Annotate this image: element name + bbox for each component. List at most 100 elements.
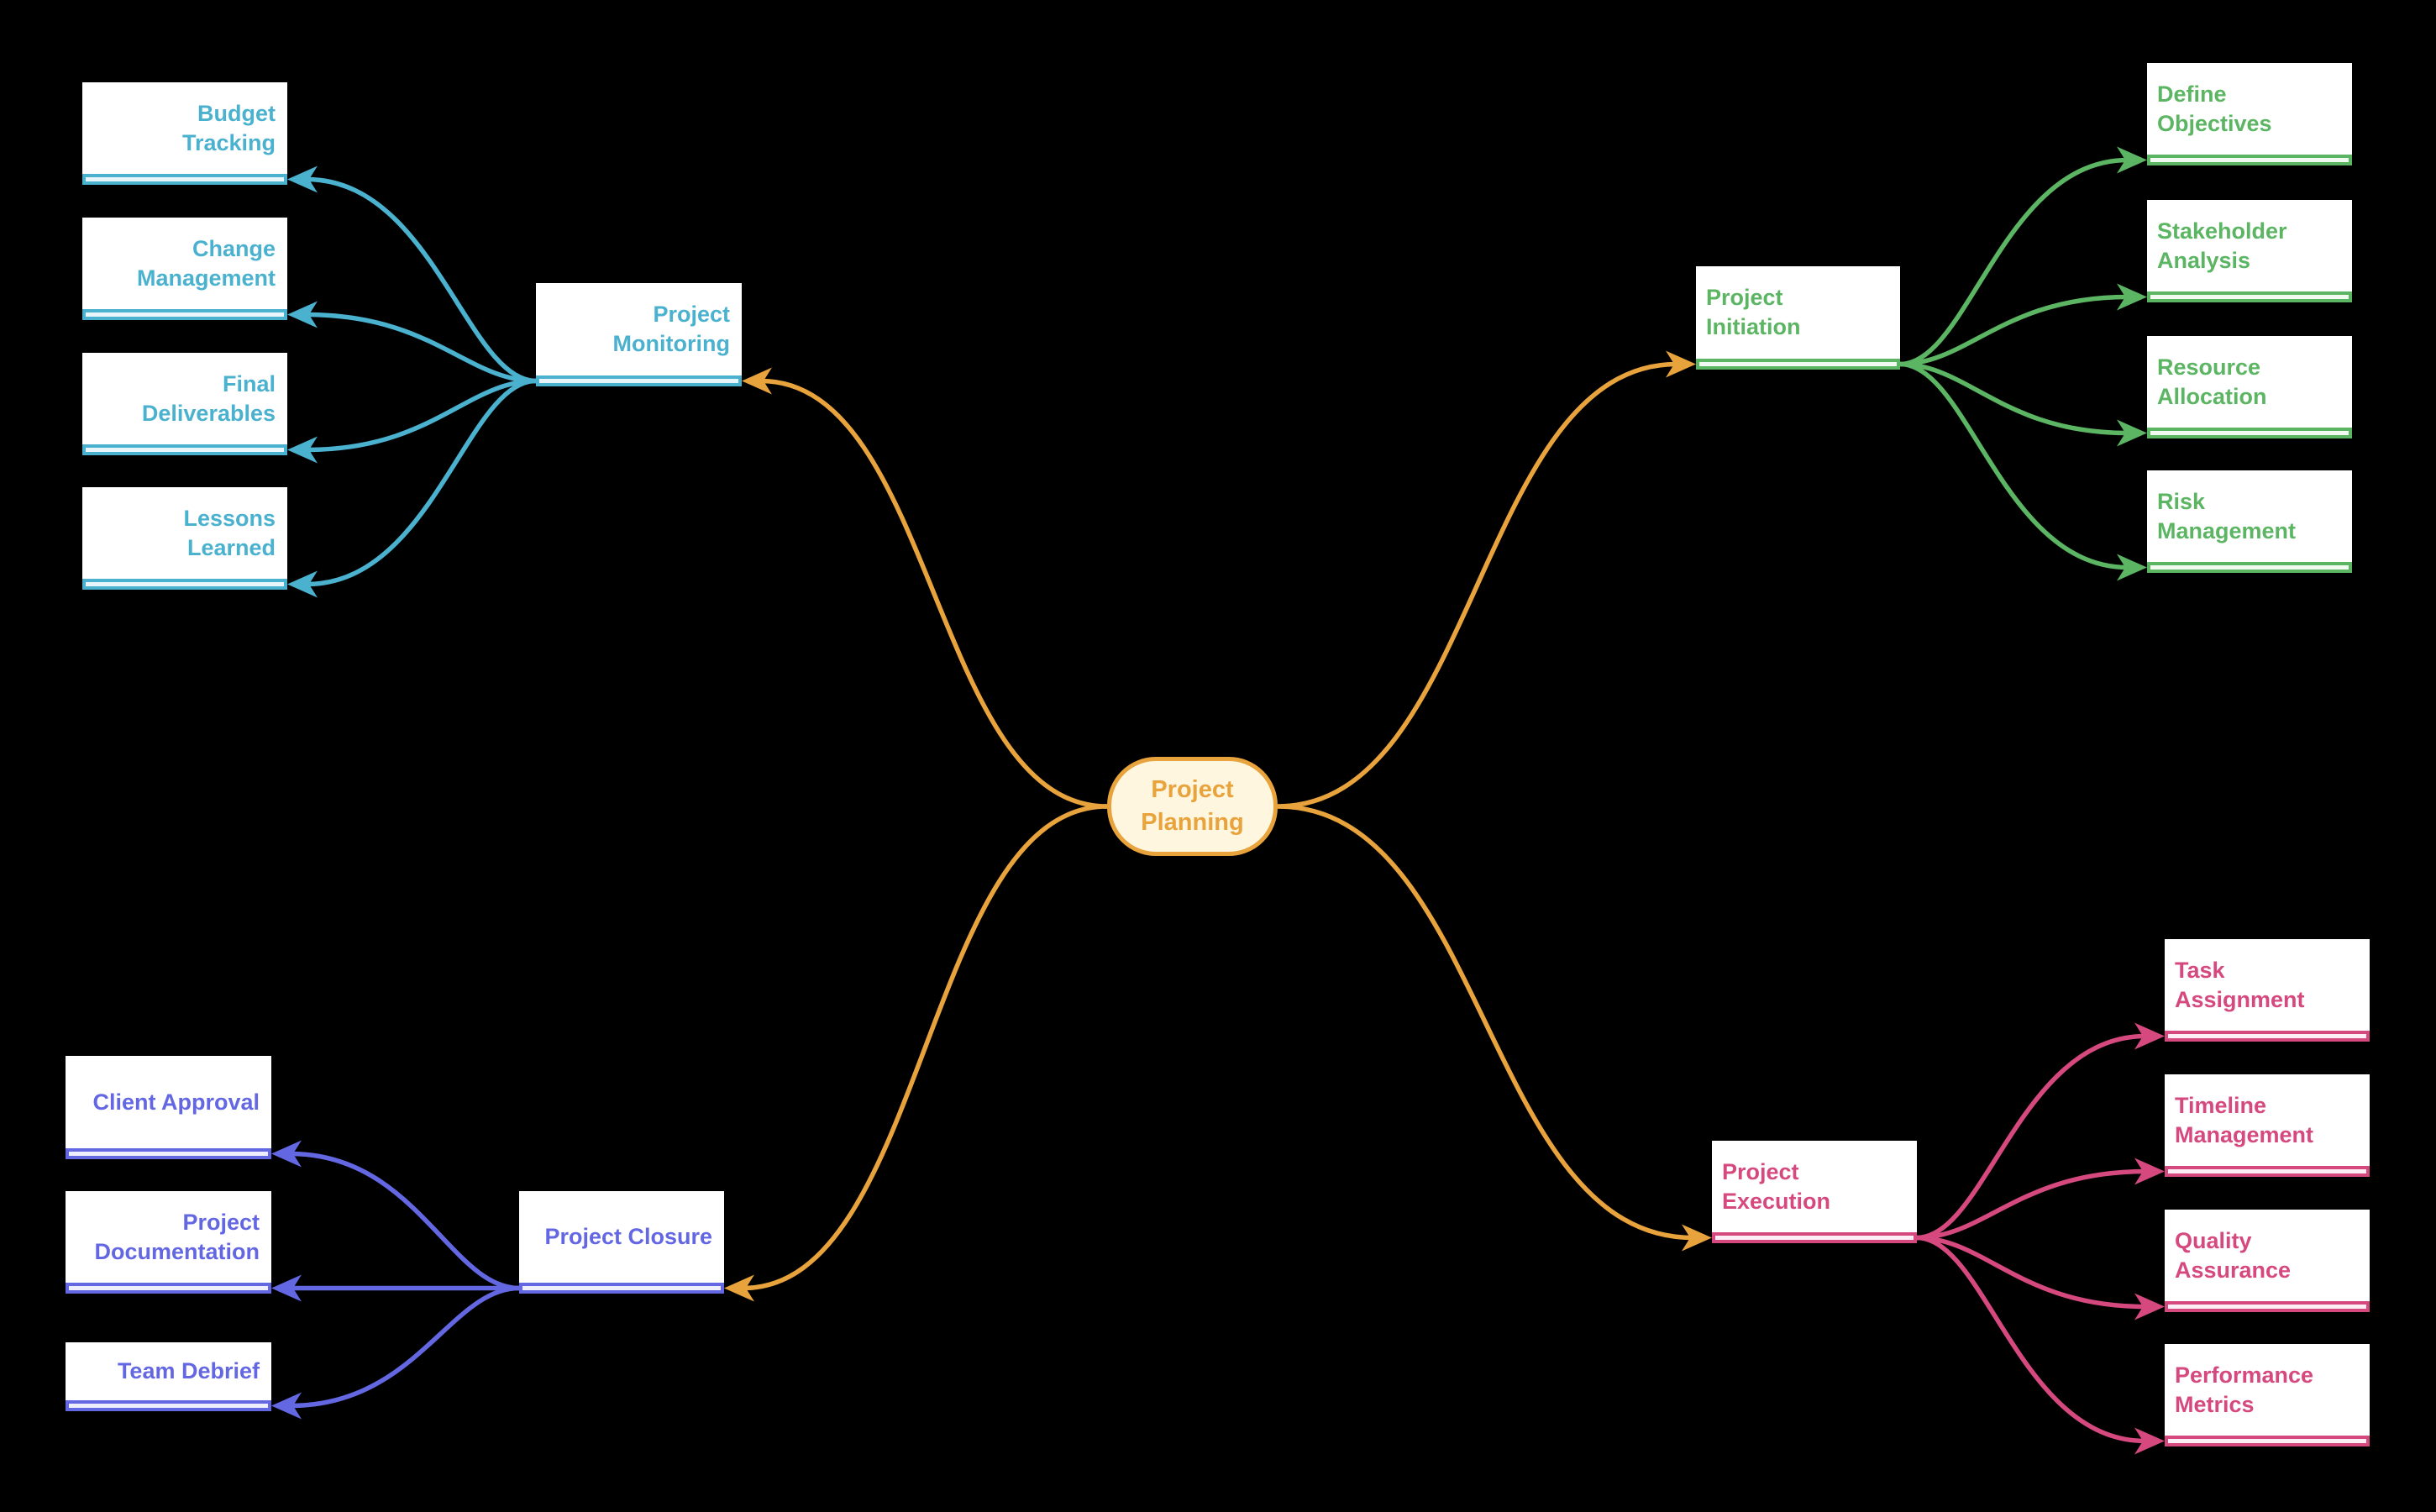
- node-underline: [2147, 428, 2352, 438]
- node-label-line: Initiation: [1706, 314, 1801, 339]
- arrowhead-icon: [724, 1274, 754, 1302]
- node-underline: [66, 1283, 271, 1294]
- arrowhead-icon: [742, 367, 772, 395]
- node-label-line: Learned: [186, 534, 276, 560]
- edge-project-planning-to-project-execution: [1277, 804, 1693, 1241]
- arrowhead-icon: [2117, 554, 2147, 581]
- node-label-line: Objectives: [2157, 110, 2272, 136]
- arrowhead-icon: [2134, 1293, 2165, 1320]
- node-label-line: Stakeholder: [2157, 218, 2287, 244]
- node-label: Client Approval: [66, 1056, 271, 1148]
- node-underline: [2147, 155, 2352, 165]
- arrowhead-icon: [2134, 1427, 2165, 1455]
- node-label-line: Quality: [2175, 1227, 2252, 1253]
- node-label-line: Define: [2157, 81, 2227, 107]
- node-team-debrief[interactable]: Team Debrief: [66, 1342, 271, 1411]
- node-label-line: Assignment: [2175, 986, 2305, 1012]
- node-underline: [2147, 562, 2352, 573]
- node-underline: [2147, 291, 2352, 302]
- node-underline: [2165, 1436, 2370, 1446]
- edge-project-initiation-to-define-objectives: [1899, 157, 2129, 367]
- node-underline: [1696, 359, 1900, 370]
- node-label-line: Allocation: [2157, 383, 2267, 409]
- node-label-line: Lessons: [183, 505, 276, 531]
- node-label-line: Project Closure: [544, 1224, 712, 1249]
- node-underline: [82, 309, 287, 320]
- node-label-line: Monitoring: [612, 331, 730, 356]
- node-underline: [2165, 1301, 2370, 1312]
- edge-project-initiation-to-risk-management: [1899, 361, 2129, 570]
- node-underline: [1712, 1232, 1917, 1243]
- edge-project-execution-to-performance-metrics: [1916, 1235, 2146, 1444]
- node-underline: [519, 1283, 724, 1294]
- arrowhead-icon: [287, 301, 318, 328]
- edge-project-initiation-to-stakeholder-analysis: [1899, 294, 2129, 367]
- edge-project-planning-to-project-closure: [743, 804, 1108, 1291]
- node-label-line: Management: [2157, 517, 2297, 543]
- arrowhead-icon: [2117, 283, 2147, 311]
- edge-project-monitoring-to-change-management: [306, 312, 537, 384]
- node-label-line: Budget: [197, 100, 276, 126]
- node-underline: [82, 444, 287, 455]
- node-project-closure[interactable]: Project Closure: [519, 1191, 724, 1294]
- edge-project-closure-to-team-debrief: [290, 1285, 520, 1409]
- node-underline: [66, 1148, 271, 1159]
- node-underline: [82, 174, 287, 185]
- arrowhead-icon: [2117, 146, 2147, 174]
- edge-project-planning-to-project-monitoring: [760, 378, 1108, 809]
- node-label-line: Resource: [2157, 354, 2261, 380]
- node-label: Project Closure: [519, 1191, 724, 1283]
- node-underline: [536, 375, 742, 386]
- node-label-line: Timeline: [2175, 1092, 2267, 1118]
- node-label-line: Project: [1706, 285, 1783, 310]
- node-label-line: Documentation: [94, 1238, 260, 1264]
- edge-project-planning-to-project-initiation: [1277, 361, 1677, 809]
- node-label-line: Final: [222, 370, 276, 396]
- arrowhead-icon: [2117, 419, 2147, 447]
- node-label-line: Project: [1722, 1158, 1799, 1184]
- arrowhead-icon: [1666, 350, 1696, 378]
- node-client-approval[interactable]: Client Approval: [66, 1056, 271, 1159]
- node-underline: [2165, 1031, 2370, 1042]
- node-label-line: Performance: [2175, 1362, 2314, 1388]
- node-label-line: Risk: [2157, 488, 2206, 514]
- edge-project-execution-to-task-assignment: [1916, 1033, 2146, 1241]
- arrowhead-icon: [287, 570, 318, 598]
- arrowhead-icon: [1682, 1224, 1712, 1252]
- edge-project-monitoring-to-budget-tracking: [306, 176, 537, 384]
- node-label-line: Client Approval: [92, 1089, 260, 1115]
- node-label-line: Change: [192, 235, 276, 261]
- node-label-line: Task: [2175, 957, 2225, 983]
- node-label-line: Assurance: [2175, 1257, 2292, 1283]
